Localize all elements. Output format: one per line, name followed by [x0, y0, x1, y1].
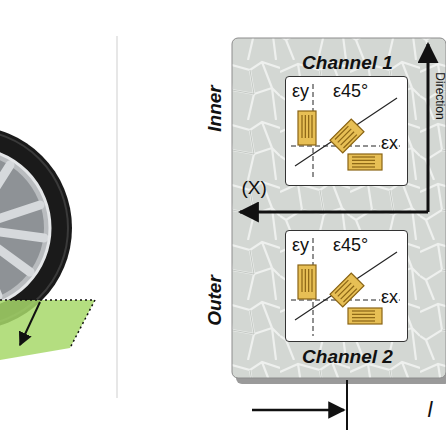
- frame-line: [117, 36, 118, 398]
- dimension-label: l: [428, 399, 433, 421]
- gauge-box: Channel 2εyε45°εx: [285, 230, 408, 342]
- x-axis: [240, 211, 428, 214]
- channel-heading: Channel 2: [301, 347, 394, 366]
- dimension-arrow: [252, 409, 344, 412]
- axis-label: (X): [242, 178, 267, 197]
- contact-wedge: [0, 300, 95, 360]
- y-axis: [427, 44, 430, 212]
- strain-label: εx: [380, 288, 399, 306]
- side-label: Inner: [205, 85, 224, 131]
- dimension-line: [346, 380, 348, 430]
- strain-label: εx: [380, 134, 399, 152]
- axis-label: Direction: [433, 72, 445, 119]
- strain-label: ε45°: [332, 82, 369, 100]
- strain-label: εy: [291, 82, 310, 100]
- channel-heading: Channel 1: [301, 53, 394, 72]
- strain-label: εy: [291, 236, 310, 254]
- road-panel: [232, 38, 446, 378]
- side-label: Outer: [204, 275, 223, 326]
- gauge-box: Channel 1εyε45°εx: [285, 76, 408, 186]
- strain-label: ε45°: [332, 236, 369, 254]
